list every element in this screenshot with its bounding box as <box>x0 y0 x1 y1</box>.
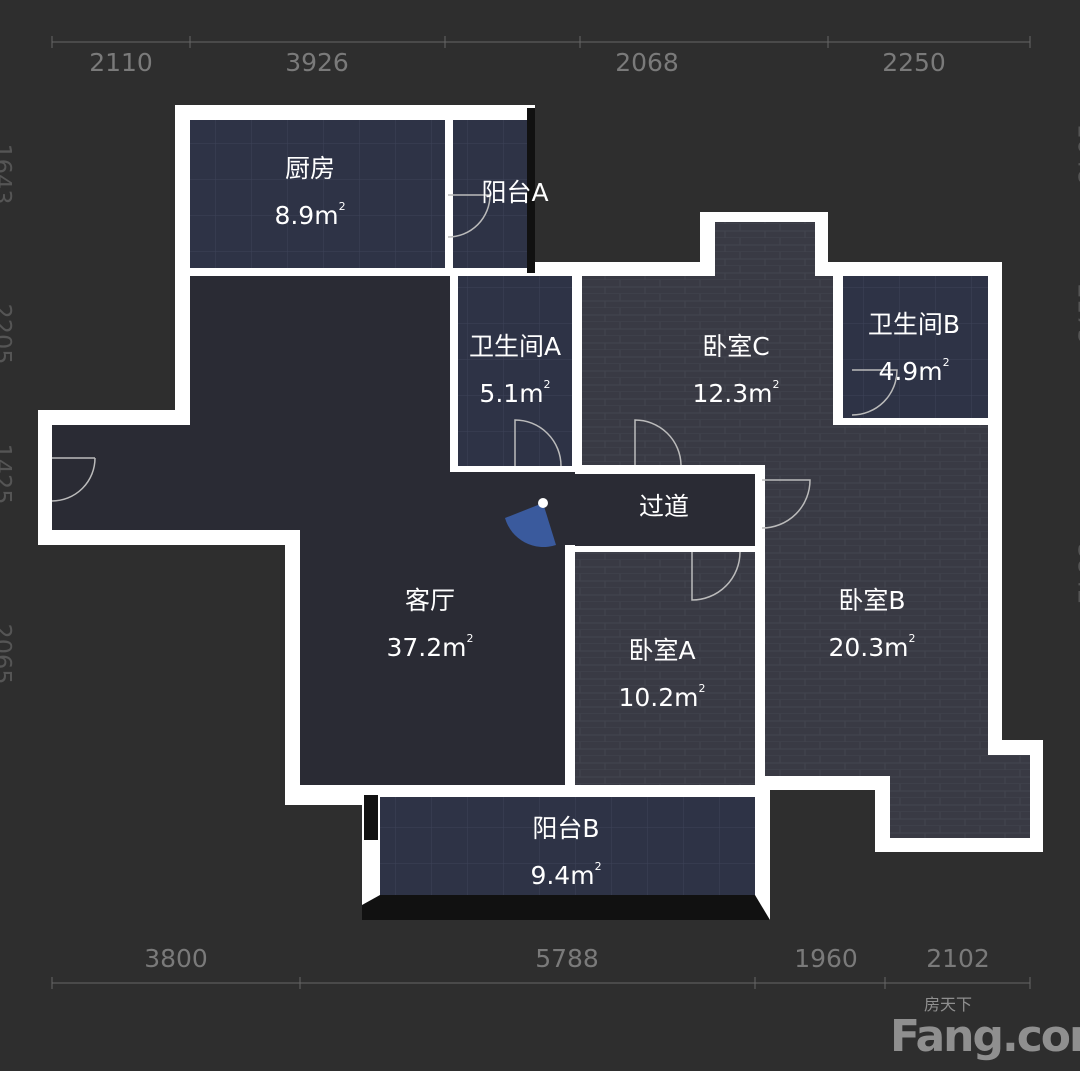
room-name: 卧室B <box>838 586 906 615</box>
room-bathroom-b: 卫生间B 4.9m2 <box>868 306 960 391</box>
room-area: 12.3m <box>692 379 773 408</box>
logo-chinese-text: 房天下 <box>924 995 973 1014</box>
dim-right-3: 3842 <box>1072 543 1080 605</box>
area-unit: 2 <box>543 378 551 391</box>
room-name: 卧室C <box>702 332 770 361</box>
bedroom-b-floor <box>765 425 1030 838</box>
area-unit: 2 <box>942 356 950 369</box>
living-room-floor <box>52 276 575 785</box>
room-name: 客厅 <box>404 586 455 615</box>
room-balcony-b: 阳台B 9.4m2 <box>530 810 601 895</box>
dim-right-2: 2175 <box>1072 283 1080 345</box>
area-unit: 2 <box>772 378 780 391</box>
room-bathroom-a: 卫生间A 5.1m2 <box>469 328 561 413</box>
room-area: 8.9m <box>274 201 339 230</box>
dim-left-3: 1425 <box>0 443 17 505</box>
dim-top-4: 2250 <box>882 48 946 77</box>
dim-top-2: 3926 <box>285 48 349 77</box>
room-area: 37.2m <box>386 633 467 662</box>
bedroom-a-floor <box>575 552 755 785</box>
window-balcony-b-side <box>364 795 378 840</box>
dim-bottom-1: 3800 <box>144 944 208 973</box>
window-balcony-b <box>362 895 770 920</box>
area-unit: 2 <box>698 682 706 695</box>
doors <box>51 194 898 601</box>
area-unit: 2 <box>908 632 916 645</box>
dim-bottom-2: 5788 <box>535 944 599 973</box>
compass-icon <box>505 498 556 548</box>
balcony-b-floor <box>380 797 755 905</box>
room-area: 4.9m <box>878 357 943 386</box>
window-balcony-a <box>527 108 535 273</box>
dim-left-1: 1643 <box>0 143 17 205</box>
room-name: 卫生间B <box>867 310 961 339</box>
room-name: 卧室A <box>628 636 696 665</box>
fang-logo: 房天下 Fang.com <box>890 996 1080 1060</box>
room-area: 10.2m <box>618 683 699 712</box>
logo-english-text: Fang.com <box>890 1011 1080 1062</box>
area-unit: 2 <box>466 632 474 645</box>
room-living: 客厅 37.2m2 <box>386 582 473 667</box>
room-name: 阳台B <box>532 814 600 843</box>
dim-bottom-3: 1960 <box>794 944 858 973</box>
dim-right-1: 1648 <box>1072 123 1080 185</box>
dim-top-1: 2110 <box>89 48 153 77</box>
room-bedroom-c: 卧室C 12.3m2 <box>692 328 779 413</box>
room-name: 厨房 <box>284 154 335 183</box>
area-unit: 2 <box>594 860 602 873</box>
dim-top-3: 2068 <box>615 48 679 77</box>
dim-bottom-4: 2102 <box>926 944 990 973</box>
room-balcony-a: 阳台A <box>481 174 548 212</box>
room-area: 5.1m <box>479 379 544 408</box>
room-corridor: 过道 <box>639 488 689 526</box>
area-unit: 2 <box>338 200 346 213</box>
balcony-a-floor <box>453 120 527 268</box>
room-name: 卫生间A <box>468 332 562 361</box>
kitchen-floor <box>190 120 445 268</box>
dim-left-4: 2065 <box>0 623 17 685</box>
room-name: 阳台A <box>481 178 549 207</box>
room-bedroom-b: 卧室B 20.3m2 <box>828 582 915 667</box>
dim-left-2: 2205 <box>0 303 17 365</box>
room-kitchen: 厨房 8.9m2 <box>274 150 345 235</box>
room-name: 过道 <box>638 492 690 521</box>
dimension-lines <box>51 36 1031 989</box>
bedroom-c-floor <box>582 222 833 465</box>
room-area: 9.4m <box>530 861 595 890</box>
room-area: 20.3m <box>828 633 909 662</box>
corridor-floor <box>575 474 755 546</box>
room-bedroom-a: 卧室A 10.2m2 <box>618 632 705 717</box>
bathroom-b-floor <box>843 276 988 418</box>
